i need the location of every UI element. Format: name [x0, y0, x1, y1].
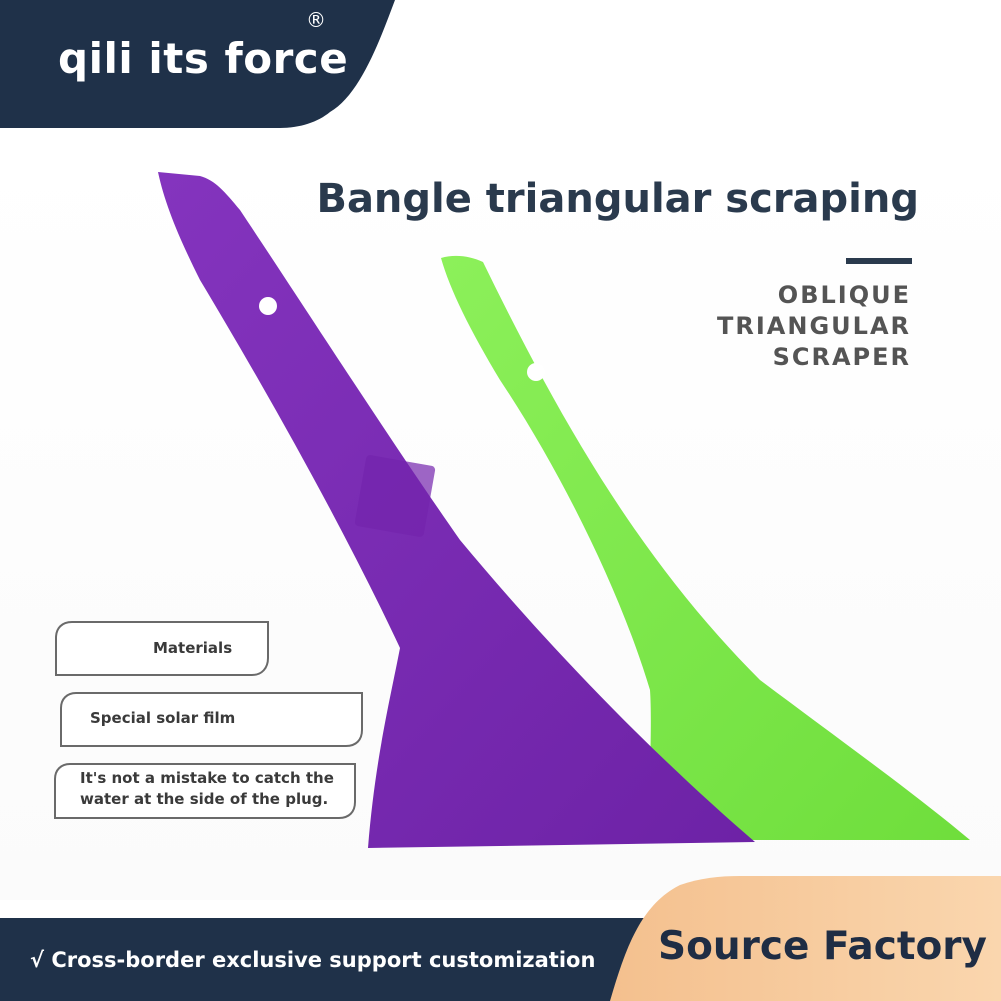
hang-hole — [259, 297, 277, 315]
product-headline: Bangle triangular scraping — [316, 176, 919, 222]
usage-note-line: water at the side of the plug. — [80, 790, 329, 808]
embossed-logo — [354, 455, 436, 537]
registered-mark: ® — [306, 8, 326, 32]
product-subtitle: OBLIQUE TRIANGULAR SCRAPER — [717, 280, 911, 373]
accent-bar — [846, 258, 912, 264]
hang-hole — [527, 363, 545, 381]
materials-label: Materials — [153, 639, 233, 657]
green-scraper — [441, 255, 970, 841]
source-factory-label: Source Factory — [658, 924, 987, 969]
usage-note-line: It's not a mistake to catch the — [80, 769, 334, 787]
subtitle-line: TRIANGULAR — [717, 312, 911, 340]
usage-note: It's not a mistake to catch the water at… — [80, 768, 334, 810]
subtitle-line: OBLIQUE — [777, 281, 911, 309]
brand-tab — [0, 0, 395, 128]
material-value: Special solar film — [90, 709, 236, 727]
purple-scraper — [158, 172, 755, 848]
customization-banner: √ Cross-border exclusive support customi… — [30, 948, 596, 972]
subtitle-line: SCRAPER — [772, 343, 911, 371]
brand-name: qili its force — [58, 34, 349, 83]
